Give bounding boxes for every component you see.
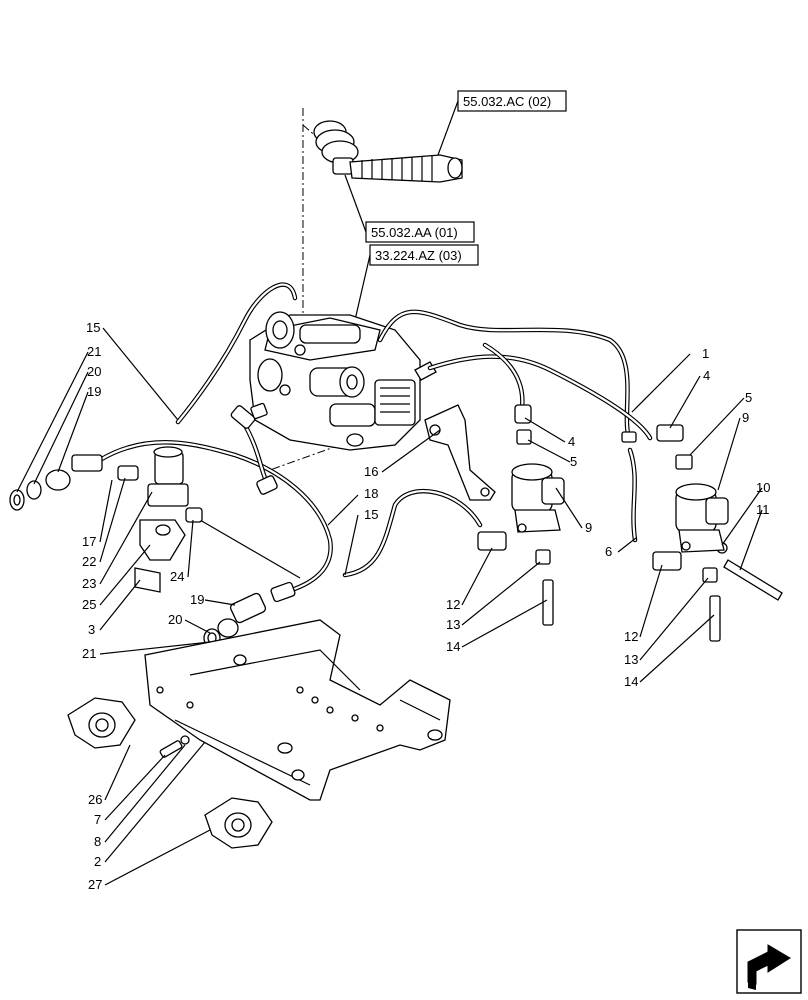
callout-12: 12 (446, 597, 460, 612)
ref-label-55-032-aa-01: 55.032.AA (01) (371, 225, 458, 240)
callout-9: 9 (742, 410, 749, 425)
callout-4: 4 (568, 434, 575, 449)
callout-12: 12 (624, 629, 638, 644)
callout-13: 13 (624, 652, 638, 667)
callout-7: 7 (94, 812, 101, 827)
callout-17: 17 (82, 534, 96, 549)
callout-8: 8 (94, 834, 101, 849)
callout-14: 14 (624, 674, 638, 689)
callout-21: 21 (82, 646, 96, 661)
callout-15: 15 (86, 320, 100, 335)
callout-6: 6 (605, 544, 612, 559)
mounting-frame (144, 619, 451, 801)
reference-boxes: 55.032.AC (02) 55.032.AA (01) 33.224.AZ … (344, 90, 567, 321)
callout-19: 19 (190, 592, 204, 607)
callout-9: 9 (585, 520, 592, 535)
callout-20: 20 (87, 364, 101, 379)
valve-block (249, 311, 437, 451)
callout-3: 3 (88, 622, 95, 637)
callout-15: 15 (364, 507, 378, 522)
ref-label-55-032-ac-02: 55.032.AC (02) (463, 94, 551, 109)
solenoid-valves (511, 463, 729, 553)
callout-5: 5 (570, 454, 577, 469)
callout-22: 22 (82, 554, 96, 569)
callout-labels: 15 21 20 19 1 4 5 9 4 5 16 10 11 18 15 9… (82, 320, 770, 892)
callout-21: 21 (87, 344, 101, 359)
callout-24: 24 (170, 569, 184, 584)
ref-label-33-224-az-03: 33.224.AZ (03) (375, 248, 462, 263)
callout-20: 20 (168, 612, 182, 627)
coupling-heads (67, 697, 273, 849)
callout-5: 5 (745, 390, 752, 405)
callout-10: 10 (756, 480, 770, 495)
hoses (97, 282, 653, 595)
callout-16: 16 (364, 464, 378, 479)
leader-lines (16, 327, 763, 886)
bracket-16 (424, 404, 496, 501)
top-coupling-assembly (313, 120, 463, 183)
callout-25: 25 (82, 597, 96, 612)
callout-26: 26 (88, 792, 102, 807)
callout-11: 11 (756, 502, 770, 517)
callout-18: 18 (364, 486, 378, 501)
callout-2: 2 (94, 854, 101, 869)
callout-13: 13 (446, 617, 460, 632)
callout-23: 23 (82, 576, 96, 591)
callout-1: 1 (702, 346, 709, 361)
callout-14: 14 (446, 639, 460, 654)
callout-4: 4 (703, 368, 710, 383)
filter-regulator (134, 446, 189, 593)
callout-27: 27 (88, 877, 102, 892)
next-page-arrow-icon[interactable] (736, 929, 802, 994)
callout-19: 19 (87, 384, 101, 399)
